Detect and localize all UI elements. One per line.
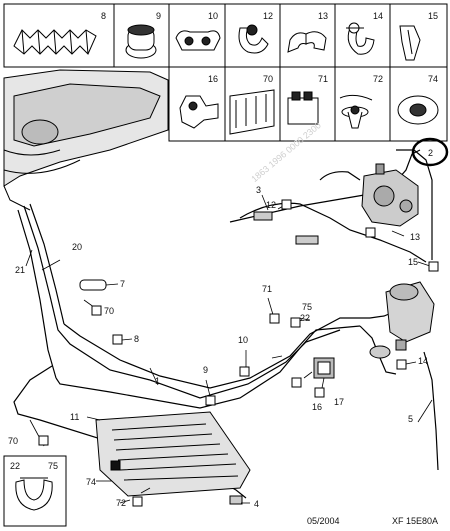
grommet-icon	[125, 24, 157, 59]
callout-13: 13	[410, 232, 420, 242]
cell-label-10: 10	[208, 11, 218, 21]
pump-module	[361, 163, 419, 227]
callout-2: 2	[428, 148, 433, 158]
double-clip-icon	[175, 30, 221, 51]
cell-label-8: 8	[101, 11, 106, 21]
clip-4	[229, 495, 243, 505]
fuel-tank-area	[3, 69, 169, 211]
callout-20: 20	[72, 242, 82, 252]
spring-clip-icon	[287, 31, 327, 53]
retaining-clip-icon	[399, 25, 421, 61]
cell-label-16: 16	[208, 74, 218, 84]
connector-clip-icon	[287, 91, 319, 125]
callout-21: 21	[15, 265, 25, 275]
callout-11: 11	[70, 412, 79, 422]
pipe-clip-icon	[238, 24, 269, 54]
washer-icon	[397, 95, 439, 125]
leader-lines	[25, 194, 433, 504]
inset-label-22: 22	[10, 461, 20, 471]
hose-clip-icon	[346, 22, 375, 55]
callout-16: 16	[312, 402, 322, 412]
watermark: 1863 1996 0000 2300	[249, 120, 323, 184]
damper-14	[369, 345, 391, 359]
callout-70-lower: 70	[8, 436, 18, 446]
footer-code: XF 15E80A	[392, 516, 438, 526]
callout-74: 74	[86, 477, 96, 487]
seal-7	[79, 279, 107, 291]
callout-4: 4	[254, 499, 259, 509]
cell-label-72: 72	[373, 74, 383, 84]
heat-shield	[95, 411, 251, 497]
callout-15: 15	[408, 257, 418, 267]
callout-10: 10	[238, 335, 248, 345]
pipe-connector-3	[295, 235, 319, 245]
callout-71: 71	[262, 284, 272, 294]
multi-clip-icon	[229, 89, 275, 135]
highlight-circle-2	[411, 137, 449, 167]
cell-label-12: 12	[263, 11, 273, 21]
cell-label-13: 13	[318, 11, 328, 21]
callout-22: 22	[300, 313, 310, 323]
callout-3: 3	[256, 185, 261, 195]
callout-14: 14	[418, 356, 428, 366]
callout-boxes	[38, 199, 439, 507]
callout-1: 1	[155, 376, 160, 386]
callout-8: 8	[134, 334, 139, 344]
cell-label-74: 74	[428, 74, 438, 84]
callout-box-74-filled	[110, 460, 121, 471]
callout-75: 75	[302, 302, 312, 312]
callout-9: 9	[203, 365, 208, 375]
callout-17: 17	[334, 397, 344, 407]
pipe-connector-12	[253, 211, 273, 221]
parts-grid	[3, 3, 448, 142]
callout-5: 5	[408, 414, 413, 424]
clip-inset-icon	[15, 479, 53, 511]
cell-label-9: 9	[156, 11, 161, 21]
cell-label-15: 15	[428, 11, 438, 21]
cell-label-71: 71	[318, 74, 328, 84]
callout-72: 72	[116, 498, 126, 508]
callout-12: 12	[266, 200, 276, 210]
inset-22-75	[3, 455, 67, 527]
callout-7: 7	[120, 279, 125, 289]
footer-date: 05/2004	[307, 516, 340, 526]
inset-label-75: 75	[48, 461, 58, 471]
cell-label-14: 14	[373, 11, 383, 21]
callout-70-upper: 70	[104, 306, 114, 316]
filter-bracket-17	[313, 357, 335, 379]
clip-strip-icon	[13, 29, 97, 55]
fuel-filter	[385, 281, 435, 351]
pipe-bracket-icon	[179, 95, 219, 129]
push-rivet-icon	[339, 94, 373, 129]
cell-label-70: 70	[263, 74, 273, 84]
